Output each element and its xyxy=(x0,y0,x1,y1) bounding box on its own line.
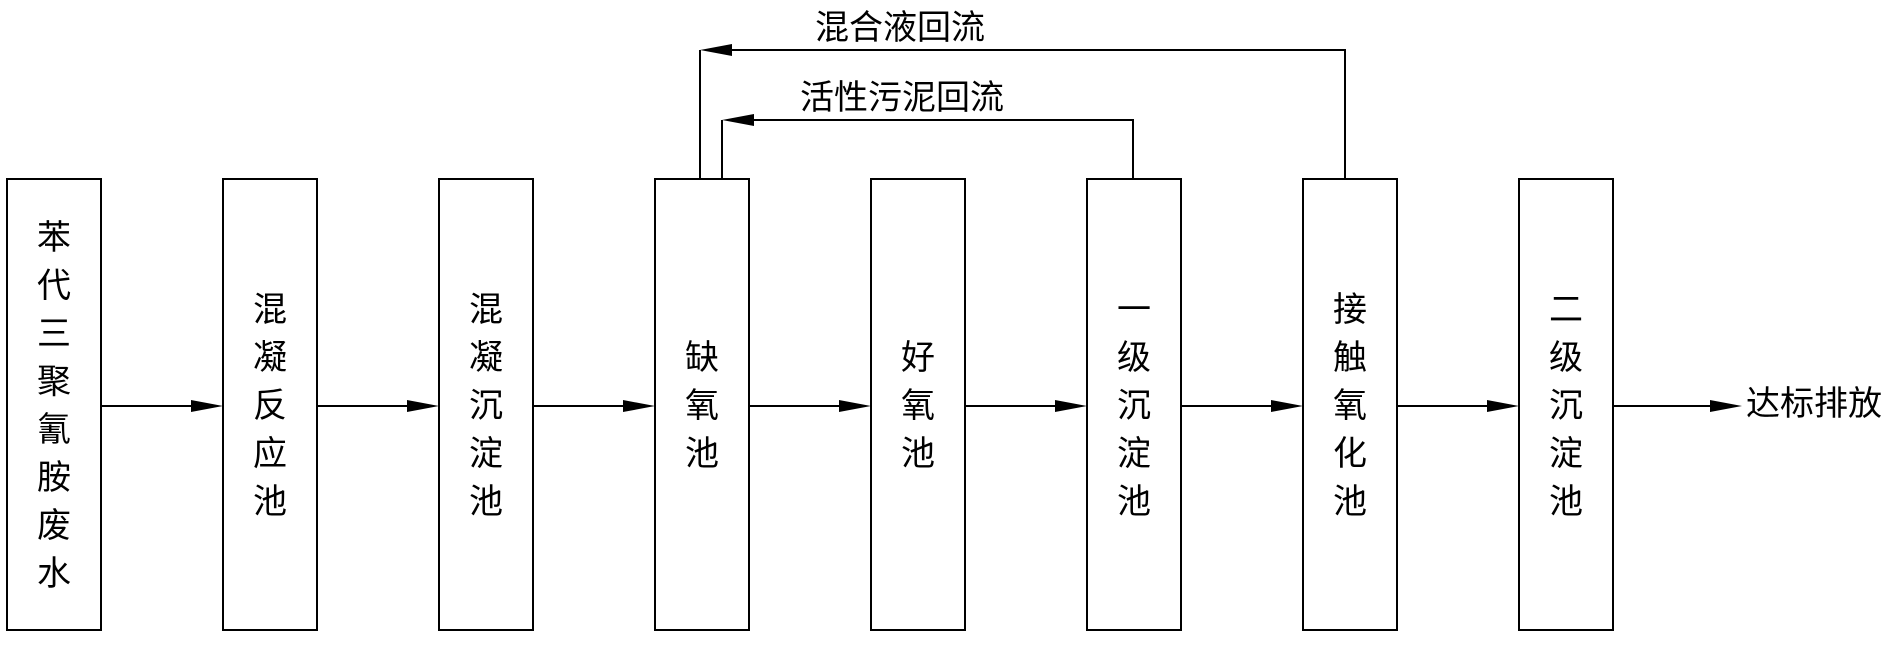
box-label-char: 沉 xyxy=(1117,386,1151,426)
box-label-char: 淀 xyxy=(1549,434,1583,474)
box-label-char: 池 xyxy=(685,434,719,474)
box-label-char: 化 xyxy=(1333,434,1367,474)
arrowhead xyxy=(1710,400,1742,412)
box-label-char: 池 xyxy=(1549,482,1583,522)
flow-arrow xyxy=(1397,400,1519,412)
box-outline xyxy=(6,178,102,631)
box-label-char: 池 xyxy=(469,482,503,522)
box-label-char: 淀 xyxy=(469,434,503,474)
box-outline xyxy=(654,178,750,631)
box-label-char: 级 xyxy=(1549,338,1583,378)
box-label-char: 聚 xyxy=(37,362,71,402)
box-label-char: 水 xyxy=(37,554,71,594)
arrowhead xyxy=(839,400,871,412)
box-label-char: 废 xyxy=(37,506,71,546)
box-label-char: 氧 xyxy=(901,386,935,426)
box-label-char: 池 xyxy=(1117,482,1151,522)
box-outline xyxy=(870,178,966,631)
recycle-label: 混合液回流 xyxy=(815,8,985,48)
arrowhead xyxy=(1487,400,1519,412)
box-label-char: 凝 xyxy=(469,338,503,378)
recycle-line xyxy=(752,119,1134,179)
box-label-char: 好 xyxy=(901,338,935,378)
discharge-arrow xyxy=(1613,400,1742,412)
recycle-label: 活性污泥回流 xyxy=(800,78,1004,118)
box-label-char: 触 xyxy=(1333,338,1367,378)
box-label-char: 氧 xyxy=(1333,386,1367,426)
box-label-char: 苯 xyxy=(37,218,71,258)
process-box-aerobic: 好氧池 xyxy=(870,178,966,631)
box-label-char: 沉 xyxy=(1549,386,1583,426)
box-label-char: 级 xyxy=(1117,338,1151,378)
box-label-char: 氰 xyxy=(37,410,71,450)
box-label-char: 池 xyxy=(253,482,287,522)
arrowhead xyxy=(722,114,754,126)
flow-arrow xyxy=(749,400,871,412)
recycle-line xyxy=(730,49,1346,179)
flow-arrow xyxy=(1181,400,1303,412)
flow-arrows xyxy=(101,400,1742,412)
box-label-char: 三 xyxy=(37,314,71,354)
box-label-char: 接 xyxy=(1333,290,1367,330)
box-outline xyxy=(1302,178,1398,631)
output-label: 达标排放 xyxy=(1746,384,1882,424)
box-label-char: 混 xyxy=(253,290,287,330)
recycle-sludge: 活性污泥回流 xyxy=(721,78,1134,179)
recycle-mixed-liquor: 混合液回流 xyxy=(699,8,1346,179)
box-label-char: 胺 xyxy=(37,458,71,498)
arrowhead xyxy=(191,400,223,412)
box-label-char: 代 xyxy=(37,266,71,306)
box-outline xyxy=(222,178,318,631)
box-label-char: 反 xyxy=(253,386,287,426)
box-label-char: 淀 xyxy=(1117,434,1151,474)
flow-arrow xyxy=(533,400,655,412)
box-label-char: 凝 xyxy=(253,338,287,378)
flow-arrow xyxy=(101,400,223,412)
box-label-char: 沉 xyxy=(469,386,503,426)
arrowhead xyxy=(1055,400,1087,412)
box-label-char: 池 xyxy=(1333,482,1367,522)
box-label-char: 池 xyxy=(901,434,935,474)
box-outline xyxy=(438,178,534,631)
box-label-char: 氧 xyxy=(685,386,719,426)
box-outline xyxy=(1518,178,1614,631)
flow-arrow xyxy=(317,400,439,412)
process-box-anoxic: 缺氧池 xyxy=(654,178,750,631)
box-label-char: 缺 xyxy=(685,338,719,378)
box-label-char: 应 xyxy=(253,434,287,474)
arrowhead xyxy=(1271,400,1303,412)
arrowhead xyxy=(407,400,439,412)
box-label-char: 二 xyxy=(1549,290,1583,330)
arrowhead xyxy=(700,44,732,56)
box-outline xyxy=(1086,178,1182,631)
box-label-char: 一 xyxy=(1117,290,1151,330)
flow-arrow xyxy=(965,400,1087,412)
box-label-char: 混 xyxy=(469,290,503,330)
arrowhead xyxy=(623,400,655,412)
